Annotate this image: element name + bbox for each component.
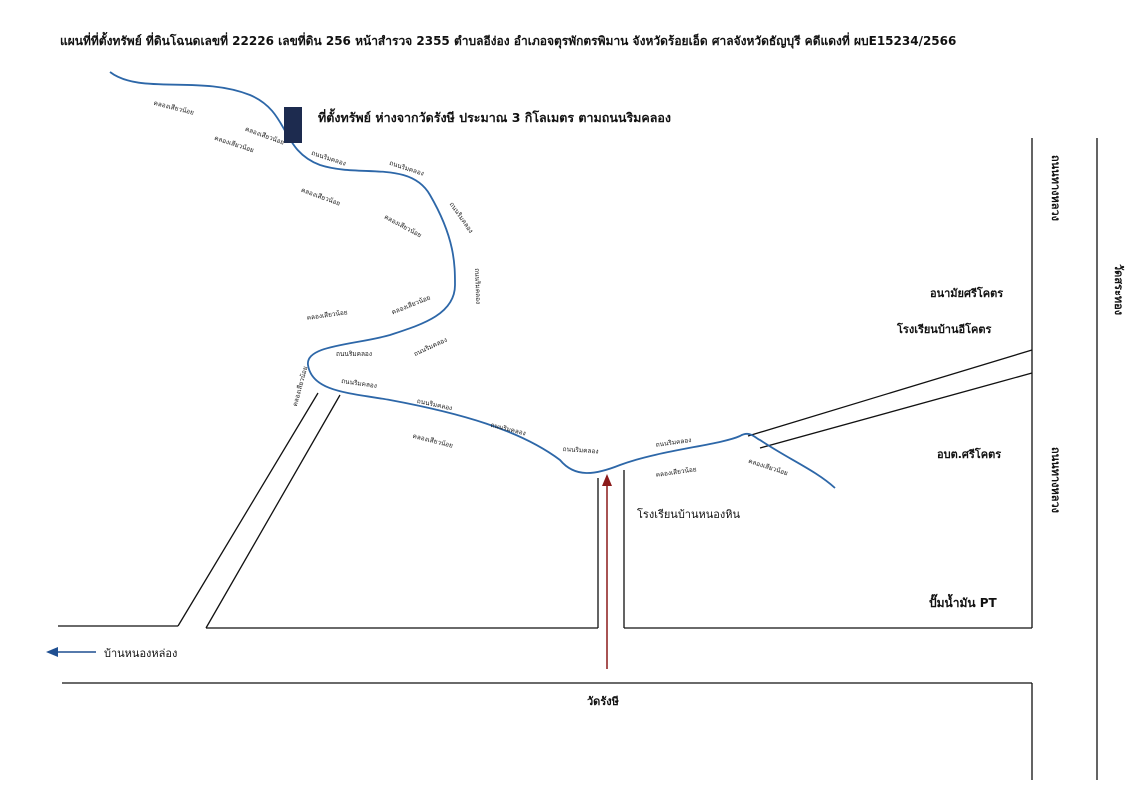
property-callout: ที่ตั้งทรัพย์ ห่างจากวัดรังษี ประมาณ 3 ก…	[318, 110, 672, 125]
label-school-nonghin: โรงเรียนบ้านหนองหิน	[637, 508, 741, 521]
road-label: ถนนริมคลอง	[336, 350, 373, 358]
label-school-srikot: โรงเรียนบ้านอีโคตร	[897, 323, 992, 336]
label-wat-right: วัดสระทอง	[1112, 264, 1125, 316]
property-marker	[284, 107, 302, 143]
label-sao: อบต.ศรีโคตร	[937, 448, 1002, 461]
label-highway-lower: ถนนทางหลวง	[1049, 447, 1062, 514]
label-wat-rangsi: วัดรังษี	[587, 695, 619, 708]
roads	[58, 138, 1098, 780]
canal-line	[109, 71, 836, 489]
road-upper-right-b	[759, 372, 1033, 449]
label-highway-upper: ถนนทางหลวง	[1049, 155, 1062, 222]
road-diagonal-left-b	[205, 394, 341, 629]
arrow-left	[46, 647, 96, 657]
road-label: ถนนริมคลอง	[473, 268, 483, 305]
map-title: แผนที่ที่ตั้งทรัพย์ ที่ดินโฉนดเลขที่ 222…	[60, 34, 957, 48]
road-upper-right-a	[747, 349, 1033, 437]
arrow-to-road	[602, 474, 612, 669]
label-gas-station: ปั๊มน้ำมัน PT	[929, 596, 997, 610]
label-health-center: อนามัยศรีโคตร	[930, 287, 1004, 300]
label-ban-nong-hlong: บ้านหนองหล่อง	[104, 647, 178, 660]
road-diagonal-left-a	[177, 392, 319, 627]
